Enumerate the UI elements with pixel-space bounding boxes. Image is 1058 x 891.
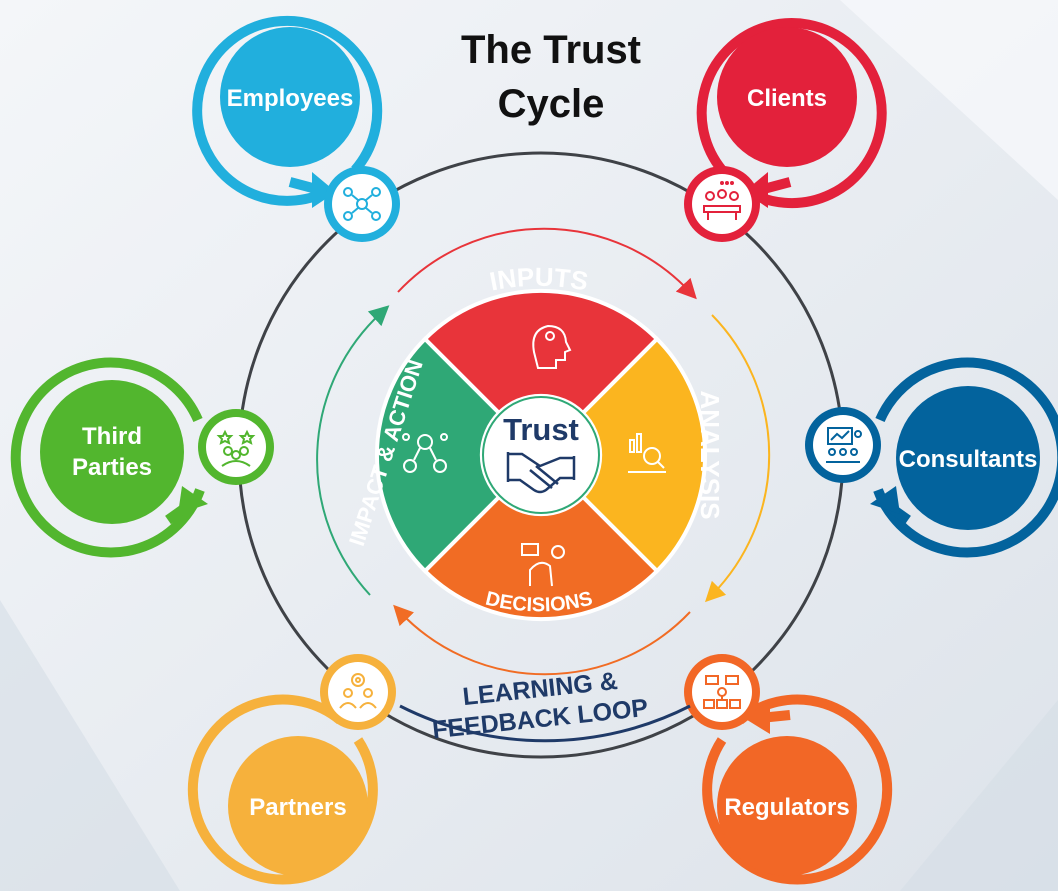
segment-analysis: ANALYSIS [580, 336, 725, 574]
consultants-disc [896, 386, 1040, 530]
stakeholder-partners[interactable]: Partners [187, 654, 396, 885]
consultants-arrow-head [870, 486, 900, 514]
employees-badge-inner [332, 174, 392, 234]
regulators-ring [702, 694, 893, 885]
third-disc [40, 380, 184, 524]
stakeholder-third-parties[interactable]: Third Parties [10, 357, 274, 558]
people-network-icon [402, 433, 448, 473]
segment-decisions: DECISIONS [422, 494, 660, 621]
third-label-1: Third [82, 423, 142, 450]
consultants-label: Consultants [899, 446, 1038, 473]
employees-label: Employees [227, 85, 354, 112]
stakeholder-employees[interactable]: Employees [192, 15, 400, 242]
inputs-flow-arrow [397, 227, 697, 300]
analysis-flow-arrow [705, 314, 771, 603]
stakeholder-consultants[interactable]: Consultants [805, 357, 1058, 558]
regulators-disc [717, 736, 857, 876]
analysis-label: ANALYSIS [695, 390, 725, 519]
partner-gear-icon [339, 673, 377, 709]
decision-thinking-icon [521, 543, 565, 587]
partners-ring [187, 694, 378, 885]
center-label: Trust [503, 412, 579, 447]
title-line-2: Cycle [498, 82, 605, 126]
bg-facet [900, 700, 1058, 891]
partners-badge-inner [328, 662, 388, 722]
third-label-2: Parties [72, 454, 152, 481]
meeting-icon [703, 181, 741, 220]
third-badge-inner [206, 417, 266, 477]
presentation-icon [826, 427, 862, 463]
stakeholder-clients[interactable]: Clients [684, 18, 887, 242]
third-arrow-head [178, 486, 208, 514]
inputs-label: INPUTS [487, 262, 590, 297]
regulators-label: Regulators [724, 794, 849, 821]
regulators-badge-inner [692, 662, 752, 722]
regulators-arrow-head [744, 700, 770, 734]
clients-label: Clients [747, 85, 827, 112]
bg-facet [840, 0, 1058, 200]
employees-disc [220, 27, 360, 167]
partners-disc [228, 736, 368, 876]
partners-label: Partners [249, 794, 346, 821]
title-line-1: The Trust [461, 28, 641, 72]
bg-facet [0, 600, 180, 891]
center-disc [482, 396, 600, 514]
clients-disc [717, 27, 857, 167]
group-stars-icon [216, 429, 256, 467]
third-ring [10, 357, 205, 558]
impact-flow-arrow [316, 305, 390, 596]
segment-inputs: INPUTS [422, 262, 660, 416]
clients-ring [696, 18, 887, 209]
stakeholder-regulators[interactable]: Regulators [684, 654, 893, 885]
team-network-icon [343, 187, 381, 221]
loop-underline [399, 704, 691, 743]
center-trust: Trust [482, 396, 600, 514]
decisions-flow-arrow [393, 604, 691, 676]
head-ideas-icon [532, 324, 572, 369]
employees-arrow-head [312, 172, 336, 208]
chart-analysis-icon [628, 433, 666, 473]
hierarchy-icon [703, 675, 741, 709]
consultants-ring [873, 357, 1058, 558]
handshake-icon [506, 452, 576, 494]
employees-ring [192, 15, 383, 206]
